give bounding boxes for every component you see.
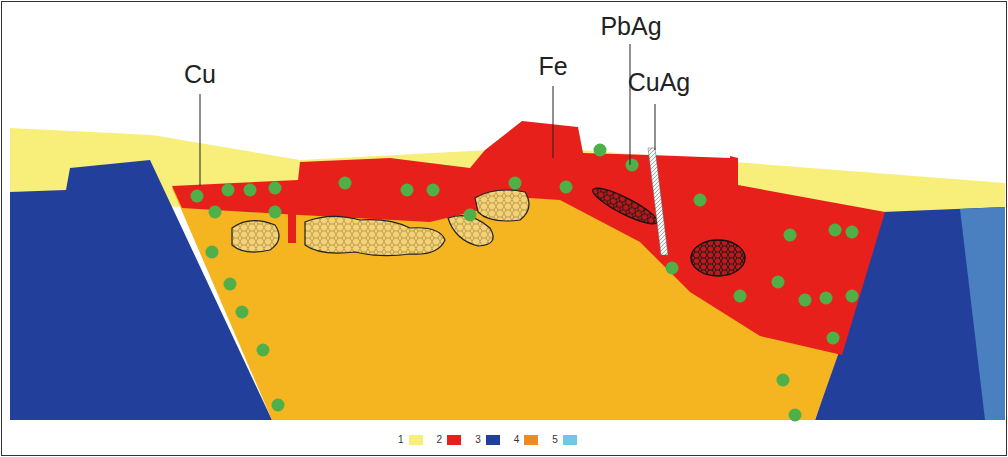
- mineral-dot: [846, 226, 859, 239]
- mineral-dot: [626, 159, 639, 172]
- mineral-dot: [339, 177, 352, 190]
- legend-number: 2: [437, 435, 443, 445]
- mineral-dot: [734, 290, 747, 303]
- mineral-dot: [224, 278, 237, 291]
- mineral-dot: [244, 184, 257, 197]
- mineral-dot: [206, 246, 219, 259]
- mineral-dot: [784, 229, 797, 242]
- mineral-dot: [772, 276, 785, 289]
- legend-swatch: [447, 435, 461, 445]
- legend-number: 4: [514, 435, 520, 445]
- mineral-dot: [827, 332, 840, 345]
- legend-number: 1: [398, 435, 404, 445]
- mineral-dot: [257, 344, 270, 357]
- mineral-dot: [222, 184, 235, 197]
- mineral-dot: [820, 292, 833, 305]
- mineral-dot: [799, 294, 812, 307]
- mineral-dot: [272, 399, 285, 412]
- legend-swatch: [486, 435, 500, 445]
- mineral-dot: [427, 184, 440, 197]
- mineral-dot: [191, 190, 204, 203]
- element-label: Fe: [538, 54, 567, 79]
- element-label: Cu: [184, 62, 216, 87]
- legend-number: 5: [552, 435, 558, 445]
- element-label: CuAg: [628, 70, 691, 95]
- mineral-dot: [269, 182, 282, 195]
- mineral-dot: [209, 206, 222, 219]
- mineral-dot: [777, 374, 790, 387]
- legend-swatch: [409, 435, 423, 445]
- mineral-dot: [594, 144, 607, 157]
- legend: 1 2 3 4 5: [0, 434, 1008, 448]
- element-label: PbAg: [600, 14, 661, 39]
- mineral-dot: [829, 224, 842, 237]
- mineral-dot: [666, 262, 679, 275]
- mineral-dot: [694, 194, 707, 207]
- mineral-dot: [236, 306, 249, 319]
- mineral-dot: [509, 177, 522, 190]
- mineral-dot: [789, 409, 802, 422]
- legend-number: 3: [475, 435, 481, 445]
- mineral-dot: [269, 206, 282, 219]
- mineral-dot: [464, 209, 477, 222]
- legend-swatch: [524, 435, 538, 445]
- mineral-dot: [846, 290, 859, 303]
- mineral-dot: [401, 184, 414, 197]
- mineral-dot: [560, 181, 573, 194]
- legend-swatch: [563, 435, 577, 445]
